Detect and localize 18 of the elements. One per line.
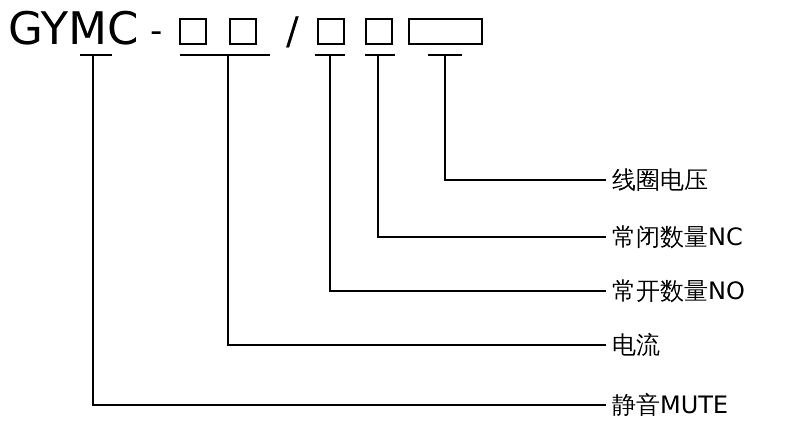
code-box: [408, 18, 483, 45]
code-box: [365, 18, 393, 45]
code-box: [179, 18, 207, 45]
separator-sign: -: [150, 14, 162, 48]
model-code: GYMC: [8, 6, 138, 51]
separator-sign: /: [286, 12, 299, 50]
code-box: [229, 18, 257, 45]
leader-line: [427, 54, 607, 181]
parameter-label: 电流: [612, 333, 660, 357]
parameter-label: 静音MUTE: [612, 393, 728, 417]
leader-line: [179, 54, 607, 346]
leader-line: [314, 54, 607, 292]
code-box: [317, 18, 345, 45]
leader-line: [364, 54, 607, 238]
leader-line: [79, 54, 607, 406]
parameter-label: 常闭数量NC: [612, 225, 743, 249]
parameter-label: 线圈电压: [612, 168, 708, 192]
parameter-label: 常开数量NO: [612, 279, 745, 303]
